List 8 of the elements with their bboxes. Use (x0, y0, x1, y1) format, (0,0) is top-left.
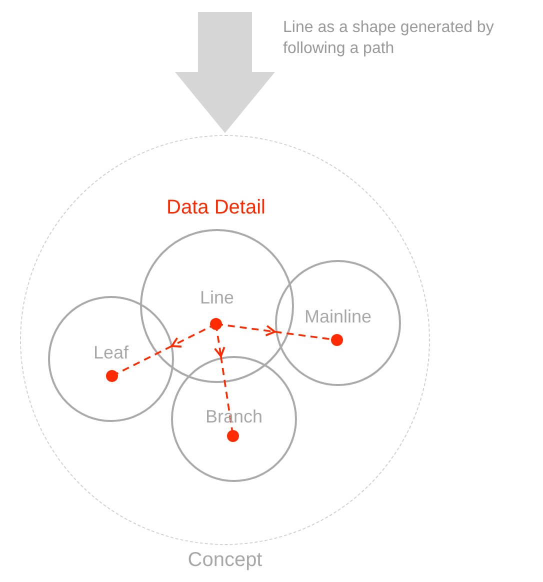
circle-label: Mainline (304, 306, 372, 328)
circle-label: Leaf (93, 342, 129, 364)
circle-label: Branch (205, 406, 263, 428)
circle-label: Line (200, 288, 234, 308)
circle-title: Concept (188, 549, 262, 572)
heading-label: Data Detail (166, 196, 266, 220)
edge-label: Line as a shape generated by following a path (283, 18, 495, 59)
block-arrow (175, 12, 275, 133)
